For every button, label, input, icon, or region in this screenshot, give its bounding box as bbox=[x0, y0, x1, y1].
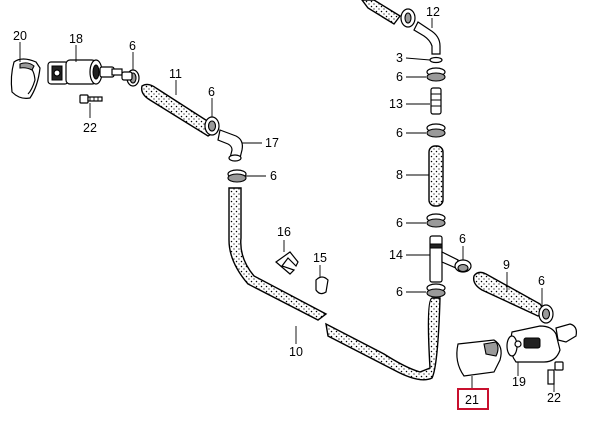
label-part-17: 17 bbox=[265, 136, 279, 150]
label-part-6-f: 6 bbox=[396, 216, 403, 230]
hose-9 bbox=[472, 271, 544, 317]
part-17-elbow bbox=[217, 129, 243, 162]
part-22-screw-left bbox=[79, 94, 103, 104]
part-20-cover bbox=[10, 58, 41, 99]
label-part-9: 9 bbox=[503, 258, 510, 272]
label-part-11: 11 bbox=[169, 67, 182, 81]
part-21-highlight-box bbox=[457, 388, 489, 410]
label-part-6-d: 6 bbox=[396, 70, 403, 84]
label-part-13: 13 bbox=[389, 97, 403, 111]
label-part-14: 14 bbox=[389, 248, 403, 262]
hose-top bbox=[361, 0, 402, 25]
label-part-15: 15 bbox=[313, 251, 327, 265]
hose-11 bbox=[140, 83, 215, 137]
label-part-6-g: 6 bbox=[459, 232, 466, 246]
label-part-6-e: 6 bbox=[396, 126, 403, 140]
part-12-elbow bbox=[413, 21, 441, 55]
part-22-screw-right bbox=[547, 361, 564, 385]
clamp-6-a bbox=[121, 69, 140, 87]
label-part-12: 12 bbox=[426, 5, 440, 19]
hose-8 bbox=[428, 145, 444, 207]
clamp-6-i bbox=[538, 304, 554, 324]
label-part-6-h: 6 bbox=[396, 285, 403, 299]
part-18-washer-nozzle bbox=[47, 59, 123, 85]
part-19-washer-nozzle bbox=[506, 323, 577, 363]
hose-10 bbox=[228, 187, 441, 381]
label-part-22-left: 22 bbox=[83, 121, 97, 135]
label-part-3: 3 bbox=[396, 51, 403, 65]
clamp-6-h bbox=[426, 283, 446, 298]
label-part-16: 16 bbox=[277, 225, 291, 239]
label-part-21: 21 bbox=[465, 393, 479, 407]
clamp-6-b bbox=[204, 116, 220, 136]
label-part-19: 19 bbox=[512, 375, 526, 389]
part-15-clip bbox=[315, 276, 329, 295]
clamp-6-f bbox=[426, 213, 446, 228]
clamp-top bbox=[400, 8, 416, 28]
label-part-10: 10 bbox=[289, 345, 303, 359]
label-part-6-a: 6 bbox=[129, 39, 136, 53]
clamp-6-e bbox=[426, 123, 446, 138]
label-part-6-c: 6 bbox=[270, 169, 277, 183]
part-21-cover bbox=[456, 339, 502, 377]
part-16-clip bbox=[275, 251, 299, 275]
clamp-6-d bbox=[426, 67, 446, 82]
part-14-t-piece bbox=[429, 235, 459, 283]
leader-lines bbox=[19, 18, 555, 392]
label-part-18: 18 bbox=[69, 32, 83, 46]
clamp-6-c bbox=[227, 169, 247, 183]
clamp-6-g bbox=[454, 259, 472, 273]
part-13-connector bbox=[430, 87, 442, 115]
label-part-22-right: 22 bbox=[547, 391, 561, 405]
label-part-6-b: 6 bbox=[208, 85, 215, 99]
label-part-6-i: 6 bbox=[538, 274, 545, 288]
label-part-20: 20 bbox=[13, 29, 27, 43]
label-part-8: 8 bbox=[396, 168, 403, 182]
part-3-o-ring bbox=[429, 56, 443, 64]
